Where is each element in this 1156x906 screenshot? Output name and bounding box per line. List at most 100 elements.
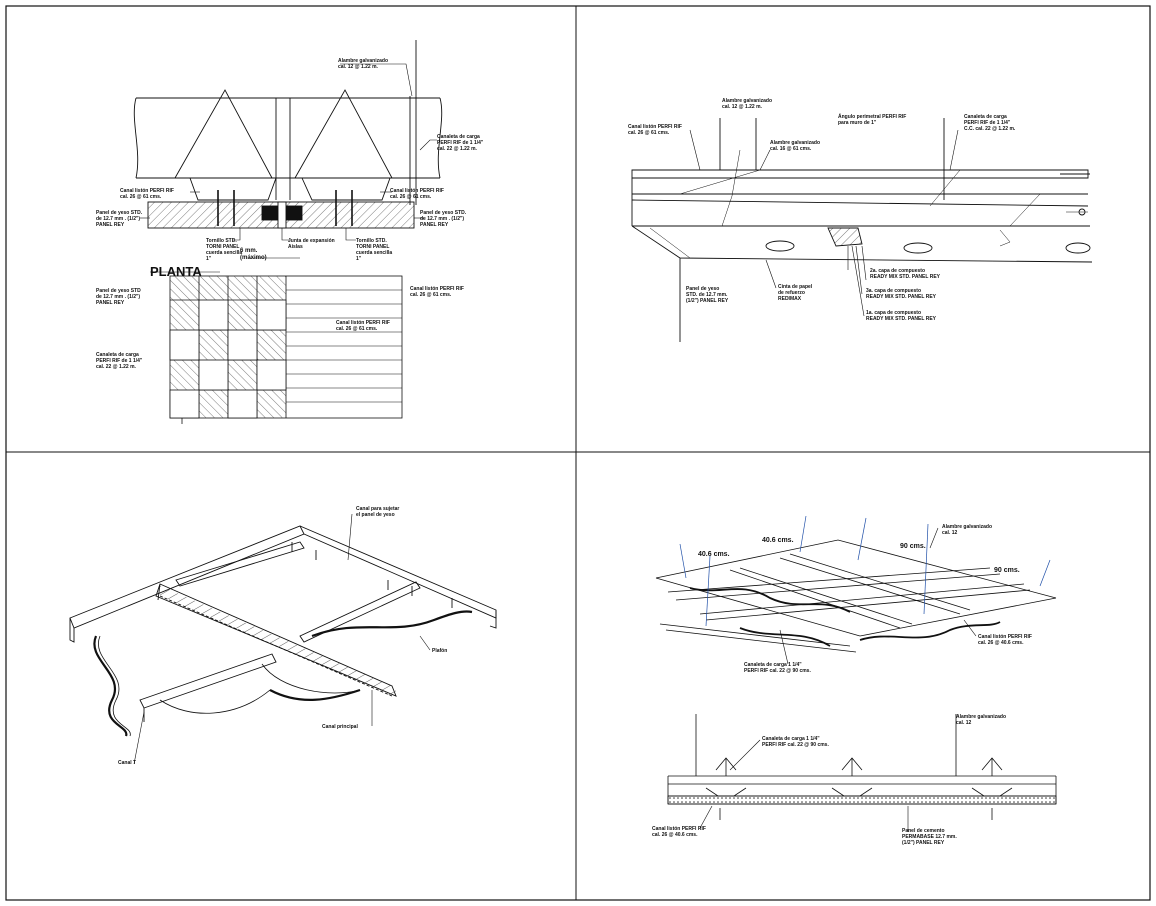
label-line: REDIMAX: [778, 296, 802, 302]
label-line: Alambre galvanizado: [942, 524, 992, 530]
plan-view: [150, 271, 403, 424]
label-line: (1/2") PANEL REY: [686, 298, 729, 304]
label-line: Tornillo STD.: [206, 238, 237, 244]
label-line: Canal principal: [322, 724, 358, 730]
label-line: cal. 16 @ 61 cms.: [770, 146, 812, 152]
label-bottom-left-canal-t: Canal T: [118, 760, 136, 766]
label-line: Canal listón PERFI RIF: [628, 124, 682, 130]
label-line: Canaleta de carga 1 1/4": [744, 662, 802, 668]
label-line: Plafón: [432, 648, 447, 654]
label-line: 1a. capa de compuesto: [866, 310, 921, 316]
label-line: cal. 12: [956, 720, 972, 726]
label-line: Canaleta de carga: [96, 352, 139, 358]
sheet-frame: [5, 5, 1151, 901]
label-line: READY MIX STD. PANEL REY: [866, 294, 937, 300]
label-line: TORNI PANEL: [206, 244, 239, 250]
label-line: Tornillo STD.: [356, 238, 387, 244]
label-line: de 12.7 mm . (1/2"): [96, 216, 140, 222]
label-line: cal. 26 @ 61 cms.: [410, 292, 452, 298]
label-line: 6 mm.: [240, 248, 258, 254]
panel-bottom-right-leaders: [699, 527, 977, 832]
label-line: de 12.7 mm . (1/2"): [96, 294, 140, 300]
label-line: cal. 26 @ 61 cms.: [336, 326, 378, 332]
label-line: 40.6 cms.: [762, 537, 794, 544]
panel-top-left-section: [133, 40, 443, 229]
label-bottom-right-carga-sec: Canaleta de carga 1 1/4"PERFI RIF cal. 2…: [762, 736, 829, 748]
label-line: Junta de expansión: [288, 238, 335, 244]
label-line: Canal para sujetar: [356, 506, 399, 512]
label-line: 3a. capa de compuesto: [866, 288, 921, 294]
label-line: Canal listón PERFI RIF: [410, 286, 464, 292]
label-line: Panel de yeso STD.: [96, 210, 143, 216]
label-top-left-gap: 6 mm.(máximo): [240, 248, 267, 261]
label-line: 2a. capa de compuesto: [870, 268, 925, 274]
label-line: para muro de 1": [838, 120, 877, 126]
label-line: PERMABASE 12.7 mm.: [902, 834, 957, 840]
label-line: Canal listón PERFI RIF: [336, 320, 390, 326]
label-line: PANEL REY: [420, 222, 449, 228]
label-line: Canal listón PERFI RIF: [390, 188, 444, 194]
label-line: (1/2") PANEL REY: [902, 840, 945, 846]
panel-top-right-leaders: [689, 129, 959, 317]
label-line: READY MIX STD. PANEL REY: [870, 274, 941, 280]
label-line: cal. 12 @ 1.22 m.: [338, 64, 379, 70]
label-line: TORNI PANEL: [356, 244, 389, 250]
label-bottom-left-canal-principal: Canal principal: [322, 724, 358, 730]
label-line: Alambre galvanizado: [338, 58, 388, 64]
label-line: cal. 26 @ 61 cms.: [390, 194, 432, 200]
label-line: READY MIX STD. PANEL REY: [866, 316, 937, 322]
label-line: cal. 22 @ 1.22 m.: [96, 364, 137, 370]
panel-bottom-right-isometric: [655, 515, 1057, 820]
label-line: 90 cms.: [900, 543, 926, 550]
label-line: cal. 26 @ 40.6 cms.: [652, 832, 698, 838]
label-line: Canaleta de carga: [964, 114, 1007, 120]
label-line: Canal listón PERFI RIF: [120, 188, 174, 194]
label-bottom-right-dim1: 40.6 cms.: [698, 551, 730, 558]
label-line: Canal listón PERFI RIF: [978, 634, 1032, 640]
label-line: Panel de yeso STD: [96, 288, 141, 294]
label-line: STD. de 12.7 mm.: [686, 292, 728, 298]
label-bottom-right-dim4: 90 cms.: [994, 567, 1020, 574]
label-line: Alambre galvanizado: [956, 714, 1006, 720]
label-line: cal. 12: [942, 530, 958, 536]
label-line: cal. 12 @ 1.22 m.: [722, 104, 763, 110]
label-line: cal. 26 @ 61 cms.: [120, 194, 162, 200]
label-line: Panel de cemento: [902, 828, 945, 834]
label-bottom-left-plafon: Plafón: [432, 648, 447, 654]
label-line: PANEL REY: [96, 222, 125, 228]
label-line: Cinta de papel: [778, 284, 813, 290]
label-line: PANEL REY: [96, 300, 125, 306]
label-line: cal. 26 @ 40.6 cms.: [978, 640, 1024, 646]
label-line: Panel de yeso STD.: [420, 210, 467, 216]
panel-bottom-left-isometric: [69, 525, 497, 737]
label-top-left-panel-right: Panel de yeso STD.de 12.7 mm . (1/2")PAN…: [420, 210, 467, 228]
label-line: Panel de yeso: [686, 286, 719, 292]
label-line: Canal listón PERFI RIF: [652, 826, 706, 832]
label-bottom-right-dim3: 90 cms.: [900, 543, 926, 550]
label-line: Alambre galvanizado: [770, 140, 820, 146]
label-line: PERFI RIF de 1 1/4": [964, 120, 1011, 126]
label-line: 40.6 cms.: [698, 551, 730, 558]
